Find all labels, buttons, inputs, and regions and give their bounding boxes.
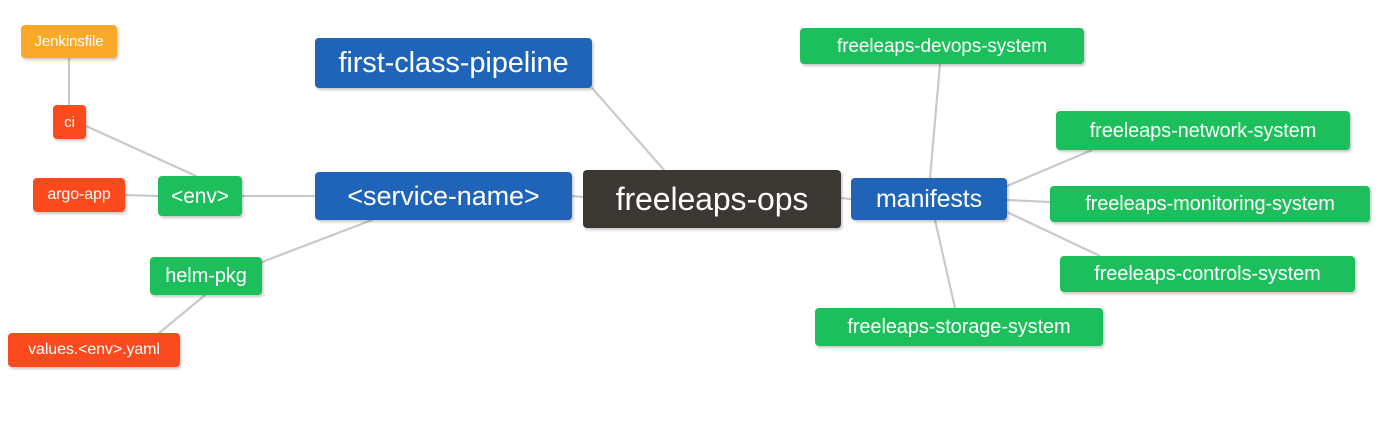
node-label: <env>	[171, 184, 229, 208]
node-helm-pkg[interactable]: helm-pkg	[150, 257, 262, 295]
node-env[interactable]: <env>	[158, 176, 242, 216]
edge-values-yaml-to-helm-pkg	[156, 293, 207, 336]
edge-manifests-to-freeleaps-storage-system	[933, 218, 957, 310]
node-service-name[interactable]: <service-name>	[315, 172, 572, 220]
node-label: ci	[64, 113, 75, 131]
node-label: Jenkinsfile	[34, 33, 104, 50]
node-label: freeleaps-ops	[615, 181, 809, 217]
node-label: freeleaps-network-system	[1089, 119, 1317, 142]
node-label: freeleaps-controls-system	[1094, 263, 1321, 285]
edge-service-name-to-freeleaps-ops	[570, 194, 585, 199]
node-freeleaps-monitoring-system[interactable]: freeleaps-monitoring-system	[1050, 186, 1370, 222]
node-label: first-class-pipeline	[338, 46, 569, 79]
node-label: freeleaps-monitoring-system	[1085, 193, 1335, 215]
node-label: manifests	[875, 184, 983, 213]
node-freeleaps-controls-system[interactable]: freeleaps-controls-system	[1060, 256, 1355, 292]
edge-first-class-pipeline-to-freeleaps-ops	[590, 86, 666, 172]
edge-argo-app-to-env	[123, 193, 160, 198]
node-label: helm-pkg	[165, 265, 247, 287]
node-freeleaps-storage-system[interactable]: freeleaps-storage-system	[815, 308, 1103, 346]
node-label: freeleaps-storage-system	[847, 316, 1071, 338]
node-label: <service-name>	[347, 180, 540, 211]
edge-ci-to-env	[84, 124, 198, 178]
edge-manifests-to-freeleaps-network-system	[1005, 148, 1094, 188]
node-freeleaps-devops-system[interactable]: freeleaps-devops-system	[800, 28, 1084, 64]
edge-helm-pkg-to-service-name	[260, 218, 374, 264]
edge-manifests-to-freeleaps-devops-system	[928, 62, 942, 180]
node-freeleaps-ops[interactable]: freeleaps-ops	[583, 170, 841, 228]
node-label: values.<env>.yaml	[28, 341, 160, 358]
node-argo-app[interactable]: argo-app	[33, 178, 125, 212]
node-label: freeleaps-devops-system	[837, 35, 1047, 57]
node-jenkinsfile[interactable]: Jenkinsfile	[21, 25, 117, 58]
edge-freeleaps-ops-to-manifests	[839, 196, 853, 201]
node-freeleaps-network-system[interactable]: freeleaps-network-system	[1056, 111, 1350, 150]
node-first-class-pipeline[interactable]: first-class-pipeline	[315, 38, 592, 88]
node-manifests[interactable]: manifests	[851, 178, 1007, 220]
node-label: argo-app	[47, 186, 111, 203]
node-values-yaml[interactable]: values.<env>.yaml	[8, 333, 180, 367]
edge-manifests-to-freeleaps-monitoring-system	[1005, 198, 1052, 204]
node-ci[interactable]: ci	[53, 105, 86, 139]
